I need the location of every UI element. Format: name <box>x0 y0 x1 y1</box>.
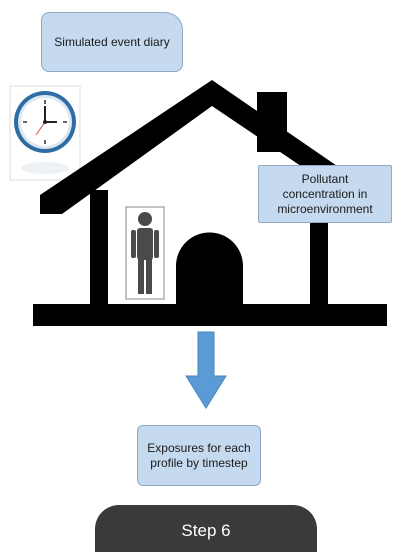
pollutant-callout: Pollutant concentration in microenvironm… <box>258 165 392 223</box>
pollutant-label: Pollutant concentration in microenvironm… <box>277 171 373 216</box>
step-label: Step 6 <box>181 520 231 540</box>
exposures-label: Exposures for each profile by timestep <box>147 440 251 470</box>
clock-icon <box>9 85 81 181</box>
event-diary-label: Simulated event diary <box>54 34 170 49</box>
person-icon <box>125 206 165 300</box>
exposures-callout: Exposures for each profile by timestep <box>137 425 261 486</box>
step-label-pill: Step 6 <box>95 505 317 552</box>
event-diary-callout: Simulated event diary <box>41 12 183 72</box>
down-arrow-icon <box>185 331 227 409</box>
